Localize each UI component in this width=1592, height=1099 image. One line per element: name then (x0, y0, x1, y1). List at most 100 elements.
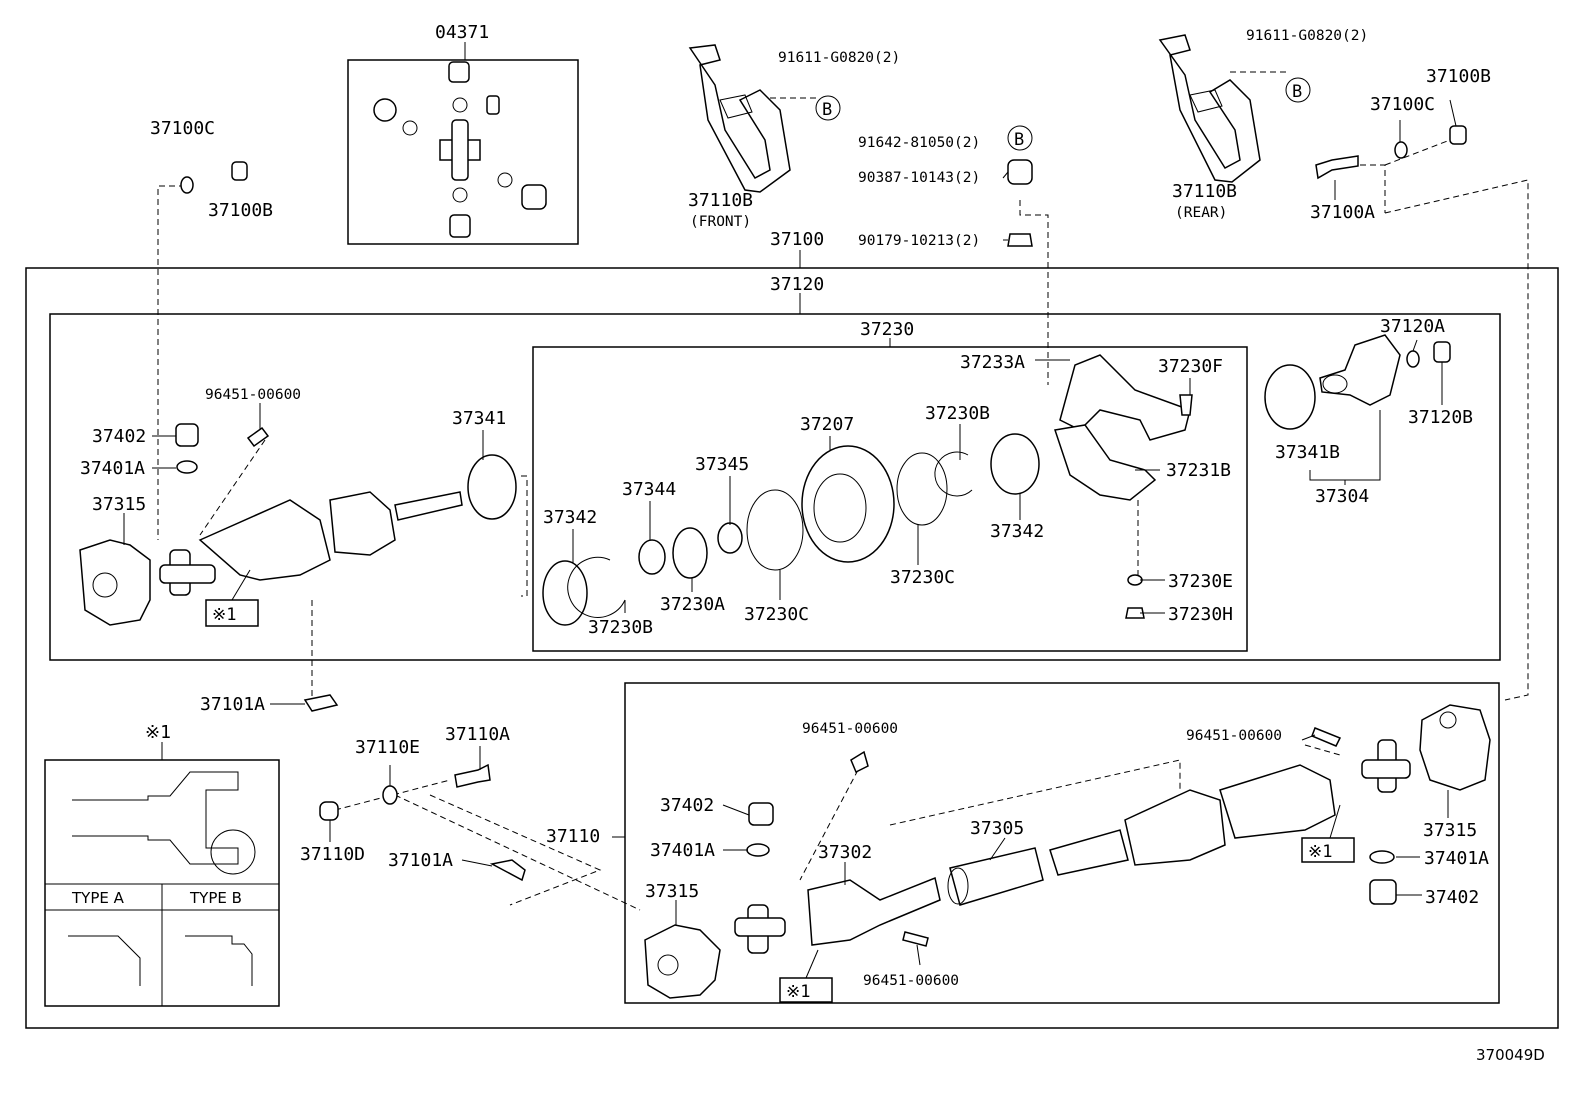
dust-cover-37341 (467, 454, 517, 520)
label-37345: 37345 (695, 454, 749, 475)
label-37230a: 37230A (660, 594, 725, 615)
frame-37100 (25, 267, 1559, 1029)
clamp-37101a-top (303, 694, 339, 712)
flange-yoke-37315-top (79, 539, 151, 626)
label-90387: 90387-10143(2) (858, 170, 980, 186)
washer-37100c-right (1394, 141, 1408, 159)
label-91642: 91642-81050(2) (858, 135, 980, 151)
label-04371: 04371 (435, 22, 489, 43)
bolt-37110a (454, 763, 491, 788)
label-37341: 37341 (452, 408, 506, 429)
companion-flange-37304 (1319, 334, 1401, 406)
label-37230c-right: 37230C (890, 567, 955, 588)
note-mark-top: ※1 (212, 605, 236, 625)
label-37230f: 37230F (1158, 356, 1223, 377)
strap-front (688, 44, 791, 193)
o-ring-37230c-right (896, 452, 948, 526)
label-37401a-right: 37401A (1424, 848, 1489, 869)
label-37233a: 37233A (960, 352, 1025, 373)
strap-rear (1158, 34, 1261, 183)
label-37342-right: 37342 (990, 521, 1044, 542)
bearing-37230a (672, 527, 708, 579)
marker-b-rear (1285, 77, 1311, 103)
label-37304: 37304 (1315, 486, 1369, 507)
label-37110a: 37110A (445, 724, 510, 745)
nut-37100b-right (1449, 125, 1467, 145)
label-37101a-bottom: 37101A (388, 850, 453, 871)
label-96451-mid: 96451-00600 (802, 721, 898, 737)
label-37207: 37207 (800, 414, 854, 435)
label-37100c-right: 37100C (1370, 94, 1435, 115)
label-37120a: 37120A (1380, 316, 1445, 337)
yoke-detail-drawing (72, 771, 256, 875)
label-96451-top: 96451-00600 (205, 387, 301, 403)
o-ring-37230c-left (746, 489, 804, 571)
label-37402-right: 37402 (1425, 887, 1479, 908)
label-37100b-left: 37100B (208, 200, 273, 221)
label-37100c-left: 37100C (150, 118, 215, 139)
washer-37230e (1127, 574, 1143, 586)
snap-ring-37401a-right (1369, 850, 1395, 864)
note-mark-bottom: ※1 (786, 982, 810, 1002)
bracket-37233a (1059, 354, 1191, 441)
center-bearing-37207 (801, 445, 895, 563)
cushion-90387 (1007, 159, 1033, 185)
snap-ring-37401a-top (176, 460, 198, 474)
marker-b-91642-label: B (1014, 130, 1024, 150)
label-37110e: 37110E (355, 737, 420, 758)
nut-37100b-left (231, 161, 248, 181)
rear-shaft-tube (1049, 764, 1336, 876)
label-96451-bottom: 96451-00600 (863, 973, 959, 989)
boot-37305 (947, 847, 1044, 906)
label-37230b-top: 37230B (925, 403, 990, 424)
washer-37100c-left (180, 176, 194, 194)
cap-37402-top (175, 423, 199, 447)
type-detail-box (44, 742, 280, 1007)
frame-04371-kit (347, 59, 579, 245)
label-91611-rear: 91611-G0820(2) (1246, 28, 1368, 44)
spider-top (159, 549, 216, 596)
label-37344: 37344 (622, 479, 676, 500)
label-37401a-top: 37401A (80, 458, 145, 479)
washer-37120a (1406, 350, 1420, 368)
label-37100a: 37100A (1310, 202, 1375, 223)
marker-b-front (815, 95, 841, 121)
label-37110b-front: 37110B (688, 190, 753, 211)
label-37402-top: 37402 (92, 426, 146, 447)
dust-deflector-37341b (1264, 364, 1316, 430)
washer-37344 (638, 539, 666, 575)
label-37302: 37302 (818, 842, 872, 863)
label-37110: 37110 (546, 826, 600, 847)
nut-90179 (1007, 233, 1033, 247)
grease-fitting-top (246, 426, 270, 448)
label-37110d: 37110D (300, 844, 365, 865)
label-37230c-mid: 37230C (744, 604, 809, 625)
frame-37110 (624, 682, 1500, 1004)
type-b-profile (185, 935, 253, 986)
marker-b-91642 (1007, 125, 1033, 151)
yoke-37302 (807, 876, 941, 946)
note-box-right (1301, 837, 1355, 863)
label-37120b: 37120B (1408, 407, 1473, 428)
type-a-profile (68, 935, 141, 986)
marker-b-front-label: B (822, 100, 832, 120)
label-front: (FRONT) (690, 214, 751, 230)
label-37110b-rear: 37110B (1172, 181, 1237, 202)
grease-fitting-bottom (902, 931, 929, 947)
assembly-leader-lines (157, 71, 1529, 911)
label-37401a-bottom-left: 37401A (650, 840, 715, 861)
grease-fitting-mid (850, 750, 869, 774)
seal-37342-right (990, 433, 1040, 495)
diagram-id: 370049D (1476, 1046, 1545, 1064)
note-mark-type-box: ※1 (145, 722, 171, 743)
nut-37110d (319, 801, 339, 821)
snap-ring-37230b-top (934, 451, 973, 497)
label-90179: 90179-10213(2) (858, 233, 980, 249)
label-leaders (123, 99, 1457, 966)
label-37342-left: 37342 (543, 507, 597, 528)
label-37100: 37100 (770, 229, 824, 250)
washer-37345 (717, 522, 743, 554)
universal-joint-kit-parts (373, 61, 547, 238)
cap-37402-right (1369, 879, 1397, 905)
